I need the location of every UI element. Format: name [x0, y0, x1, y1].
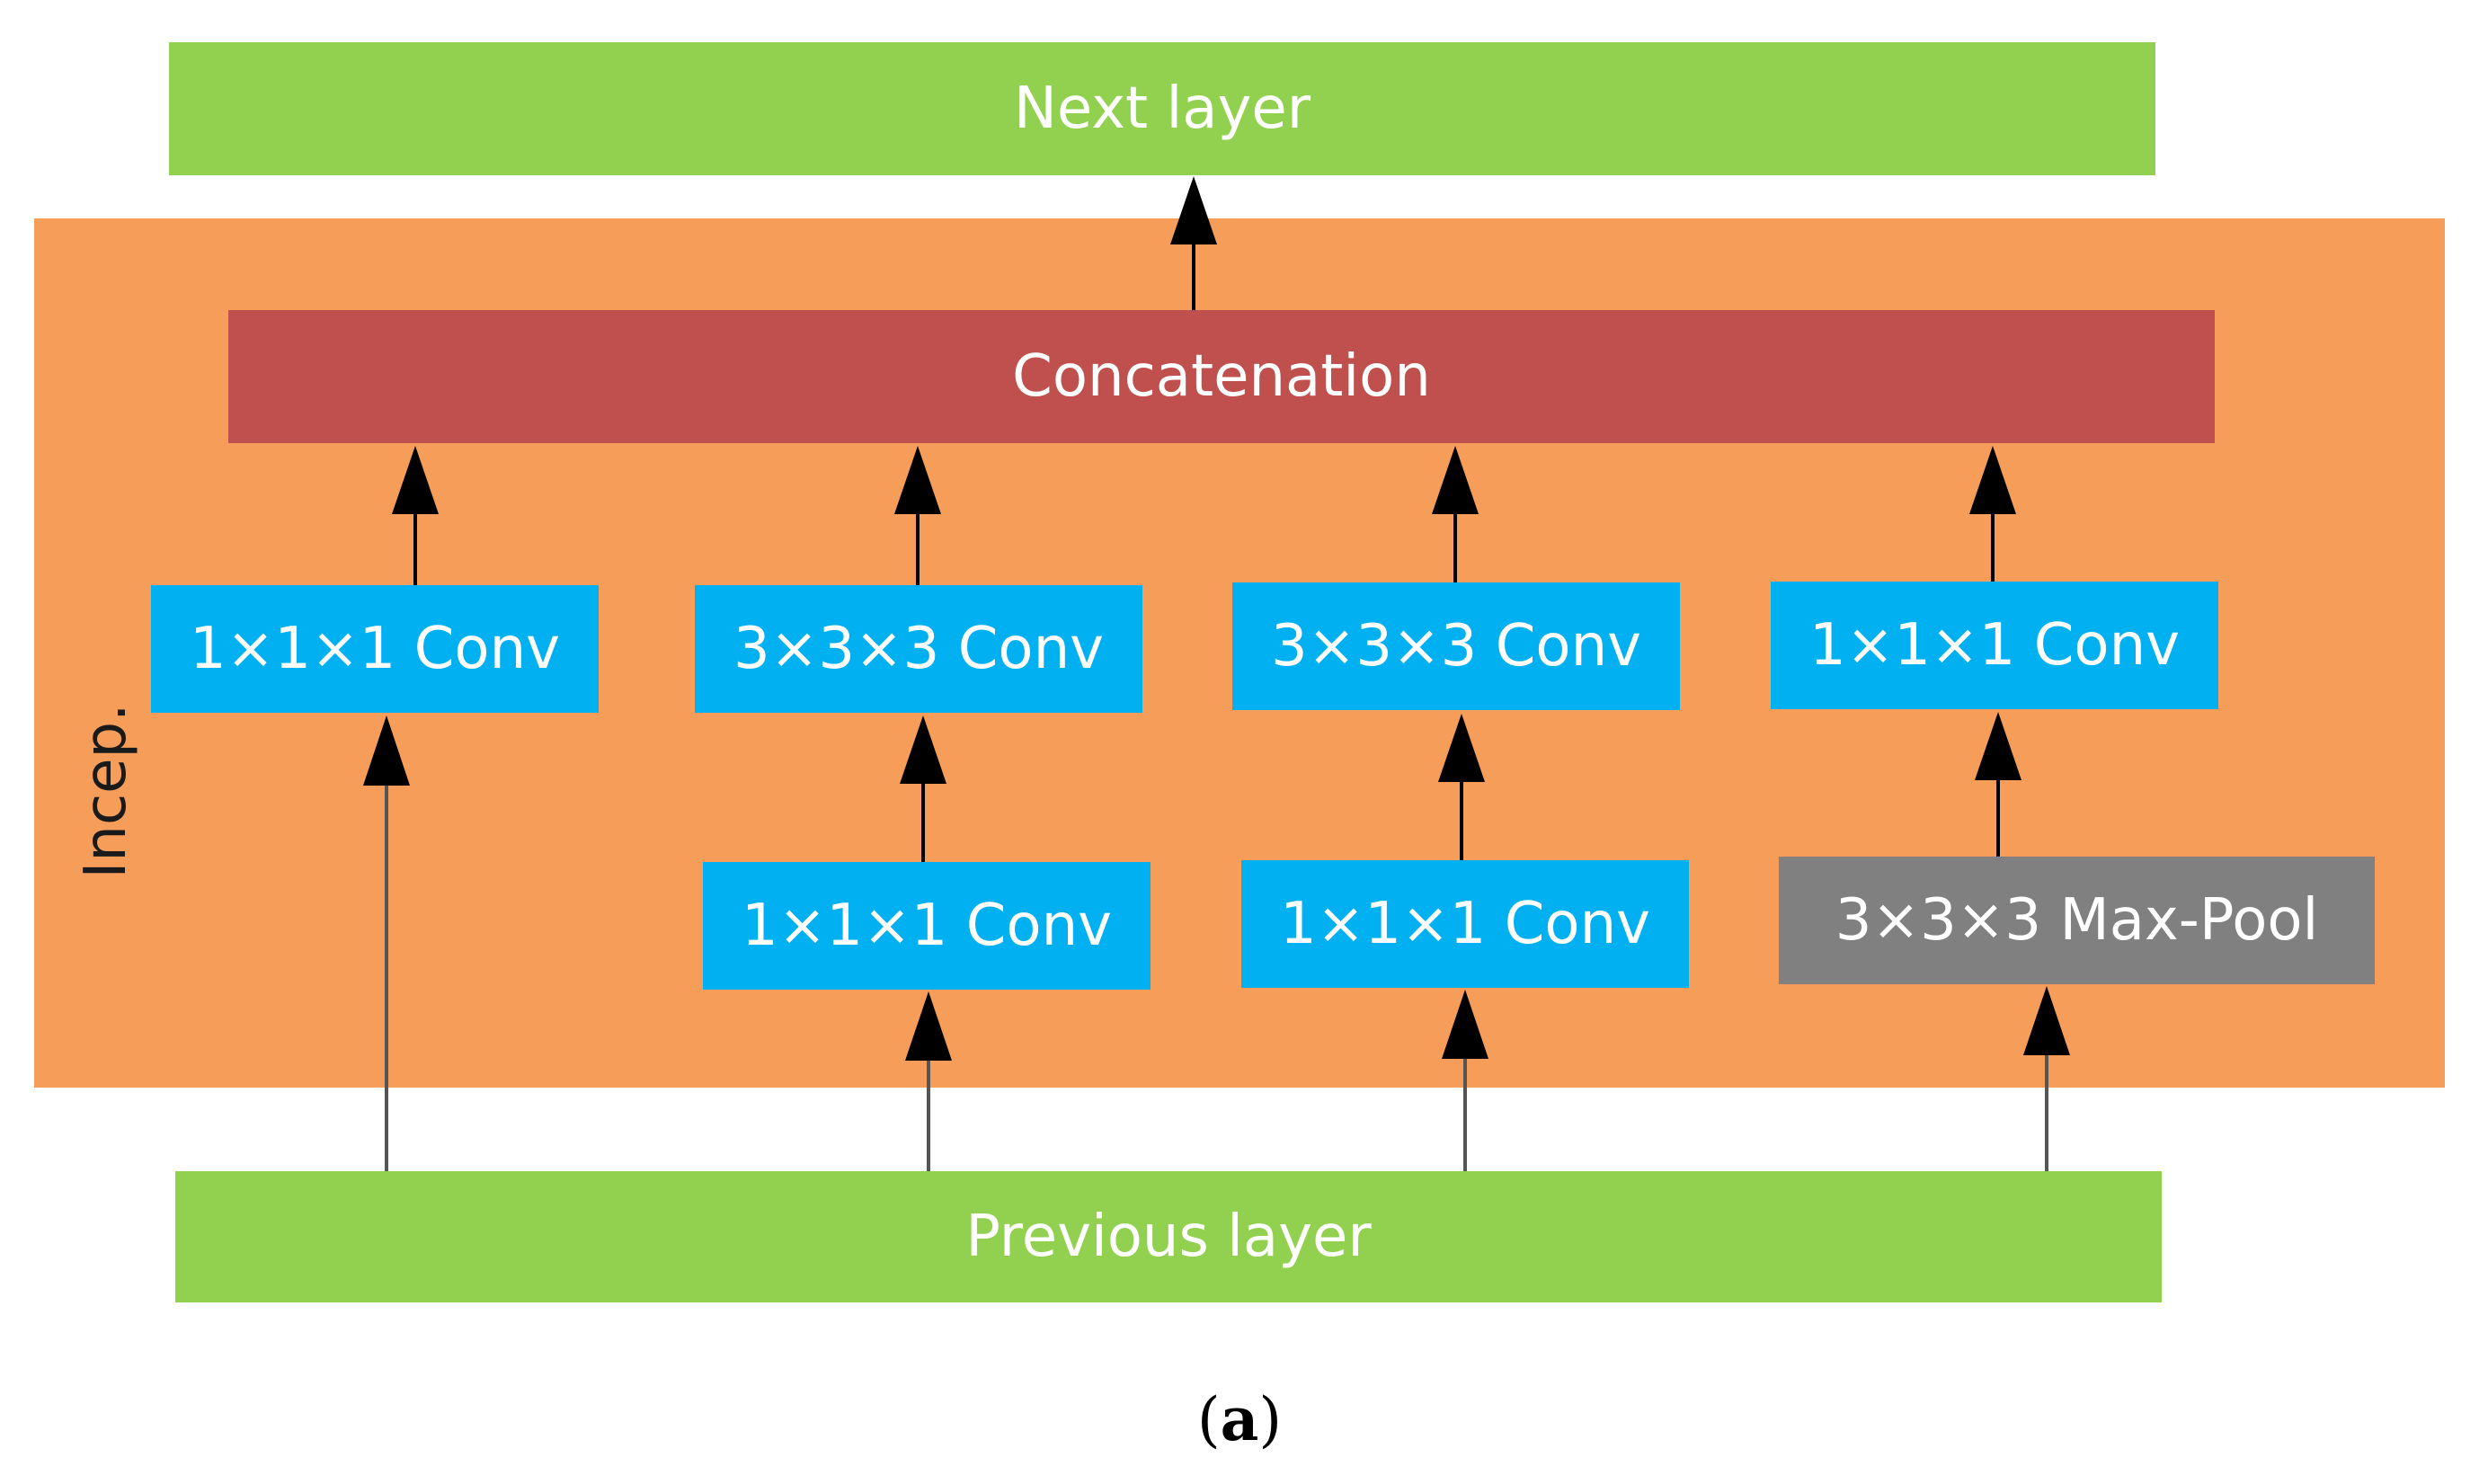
- branch-2-bottom-conv-box: 1×1×1 Conv: [703, 862, 1151, 990]
- caption-close-paren: ): [1258, 1385, 1283, 1454]
- figure-caption: (a): [0, 1384, 2479, 1454]
- prev-to-branch-2-arrowhead: [905, 991, 952, 1061]
- branch-1-conv-box: 1×1×1 Conv: [151, 585, 599, 713]
- branch-1-to-concat-arrowhead: [392, 446, 439, 514]
- prev-to-branch-3-arrowhead: [1442, 990, 1488, 1059]
- branch-2-bottom-conv-label: 1×1×1 Conv: [741, 893, 1113, 959]
- previous-layer-label: Previous layer: [965, 1204, 1372, 1270]
- concatenation-label: Concatenation: [1012, 343, 1431, 410]
- concatenation-box: Concatenation: [228, 310, 2215, 443]
- caption-open-paren: (: [1196, 1385, 1221, 1454]
- branch-3-top-conv-label: 3×3×3 Conv: [1270, 613, 1642, 680]
- concat-to-next-arrowhead: [1170, 176, 1217, 244]
- branch-2-to-concat-arrowhead: [894, 446, 941, 514]
- next-layer-box: Next layer: [169, 42, 2155, 175]
- prev-to-branch-4-arrowhead: [2023, 986, 2070, 1055]
- branch-4-conv-label: 1×1×1 Conv: [1808, 612, 2181, 679]
- branch-2-top-conv-box: 3×3×3 Conv: [695, 585, 1142, 713]
- branch-3-bottom-conv-label: 1×1×1 Conv: [1279, 891, 1651, 957]
- next-layer-label: Next layer: [1014, 76, 1311, 142]
- prev-to-branch-1-arrowhead: [363, 715, 410, 786]
- branch-1-conv-label: 1×1×1 Conv: [189, 616, 561, 682]
- previous-layer-box: Previous layer: [175, 1171, 2162, 1302]
- branch-4-maxpool-label: 3×3×3 Max-Pool: [1835, 887, 2319, 954]
- branch-3-bottom-conv-box: 1×1×1 Conv: [1241, 860, 1689, 988]
- branch-4-inner-arrowhead: [1975, 712, 2021, 780]
- branch-2-top-conv-label: 3×3×3 Conv: [733, 616, 1105, 682]
- branch-3-to-concat-arrowhead: [1432, 446, 1479, 514]
- branch-3-inner-arrowhead: [1438, 714, 1485, 782]
- branch-4-maxpool-box: 3×3×3 Max-Pool: [1779, 857, 2375, 984]
- caption-letter: a: [1220, 1384, 1259, 1454]
- branch-4-conv-box: 1×1×1 Conv: [1771, 582, 2218, 709]
- branch-4-to-concat-arrowhead: [1969, 446, 2016, 514]
- branch-3-top-conv-box: 3×3×3 Conv: [1232, 582, 1680, 710]
- branch-2-inner-arrowhead: [900, 715, 946, 784]
